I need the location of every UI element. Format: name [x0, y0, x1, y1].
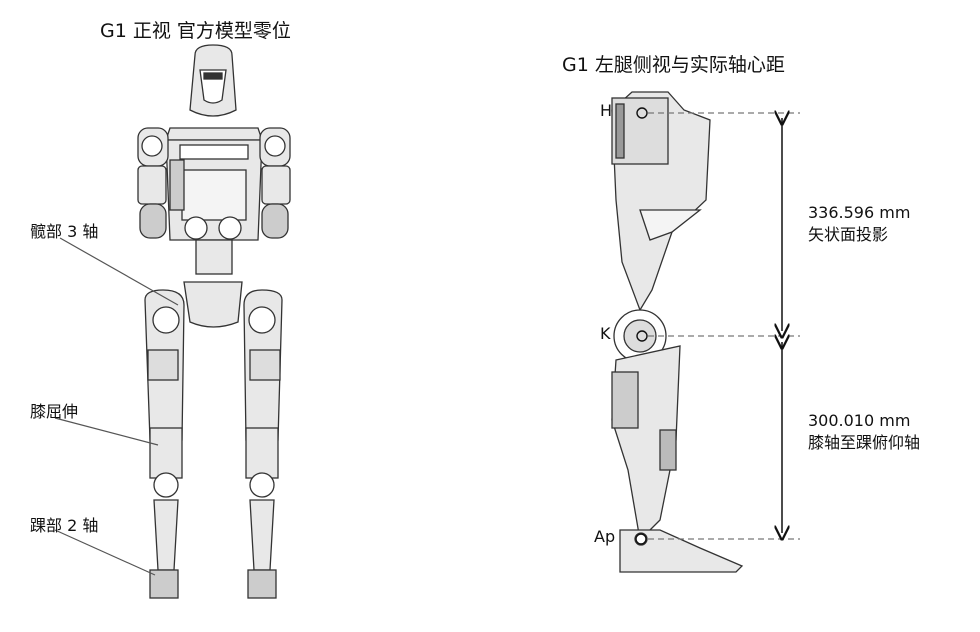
ankle-axis-marker	[635, 533, 647, 545]
knee-label: 膝屈伸	[30, 402, 79, 421]
front-view-title: G1 正视 官方模型零位	[100, 20, 291, 42]
knee-point-label: K	[600, 324, 611, 343]
lower-dimension-value: 300.010 mm	[808, 411, 911, 430]
ankle-label: 踝部 2 轴	[30, 516, 99, 535]
upper-dimension-value: 336.596 mm	[808, 203, 911, 222]
hip-axis-marker	[636, 107, 648, 119]
dim-extension-lines	[648, 112, 800, 540]
hip-point-label: H	[600, 101, 613, 120]
side-view-title: G1 左腿侧视与实际轴心距	[562, 54, 785, 76]
front-robot-figure	[137, 44, 291, 599]
side-leg-figure	[611, 91, 744, 573]
knee-axis-marker	[636, 330, 648, 342]
lower-dimension-desc: 膝轴至踝俯仰轴	[808, 433, 921, 452]
upper-dimension-text: 336.596 mm 矢状面投影	[808, 202, 910, 246]
hip-label: 髋部 3 轴	[30, 222, 99, 241]
upper-dimension-desc: 矢状面投影	[808, 225, 889, 244]
lower-dimension-text: 300.010 mm 膝轴至踝俯仰轴	[808, 410, 920, 454]
front-leader-lines	[54, 237, 179, 576]
ankle-point-label: Ap	[594, 527, 616, 546]
axis-markers	[635, 107, 648, 545]
